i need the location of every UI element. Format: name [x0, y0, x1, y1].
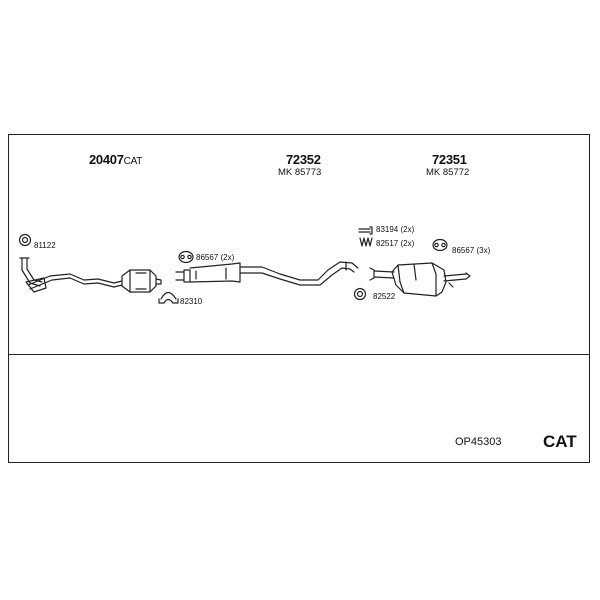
gasket-ring-icon-2	[353, 287, 367, 301]
diagram-frame	[8, 134, 590, 463]
group1-label: 20407CAT	[89, 153, 142, 167]
bolt-icon	[358, 226, 373, 235]
middle-pipe-silencer-icon	[175, 261, 359, 286]
front-pipe-catalyst-icon	[19, 257, 162, 293]
rubber-hanger-icon-2	[432, 238, 448, 252]
part-label-82517: 82517 (2x)	[376, 239, 415, 248]
group3-mk-number: MK 85772	[426, 167, 470, 178]
spring-icon	[359, 237, 373, 247]
group1-suffix: CAT	[123, 156, 143, 167]
group3-part-number: 72351	[432, 152, 467, 167]
part-label-86567-2x: 86567 (2x)	[196, 253, 235, 262]
section-divider	[9, 354, 589, 355]
part-label-81122: 81122	[34, 241, 56, 250]
part-label-82310: 82310	[180, 297, 203, 306]
pipe-clamp-icon	[158, 291, 179, 304]
part-label-82522: 82522	[373, 292, 396, 301]
catalyst-tag: CAT	[543, 432, 577, 451]
group2-mk-number: MK 85773	[278, 167, 322, 178]
group2-part-number: 72352	[286, 152, 321, 167]
part-label-83194: 83194 (2x)	[376, 225, 415, 234]
gasket-ring-icon	[18, 233, 32, 247]
assembly-code: OP45303	[455, 436, 502, 448]
rubber-hanger-icon	[178, 250, 194, 264]
rear-silencer-icon	[369, 262, 471, 297]
group1-part-number: 20407	[89, 152, 124, 167]
part-label-86567-3x: 86567 (3x)	[452, 246, 491, 255]
